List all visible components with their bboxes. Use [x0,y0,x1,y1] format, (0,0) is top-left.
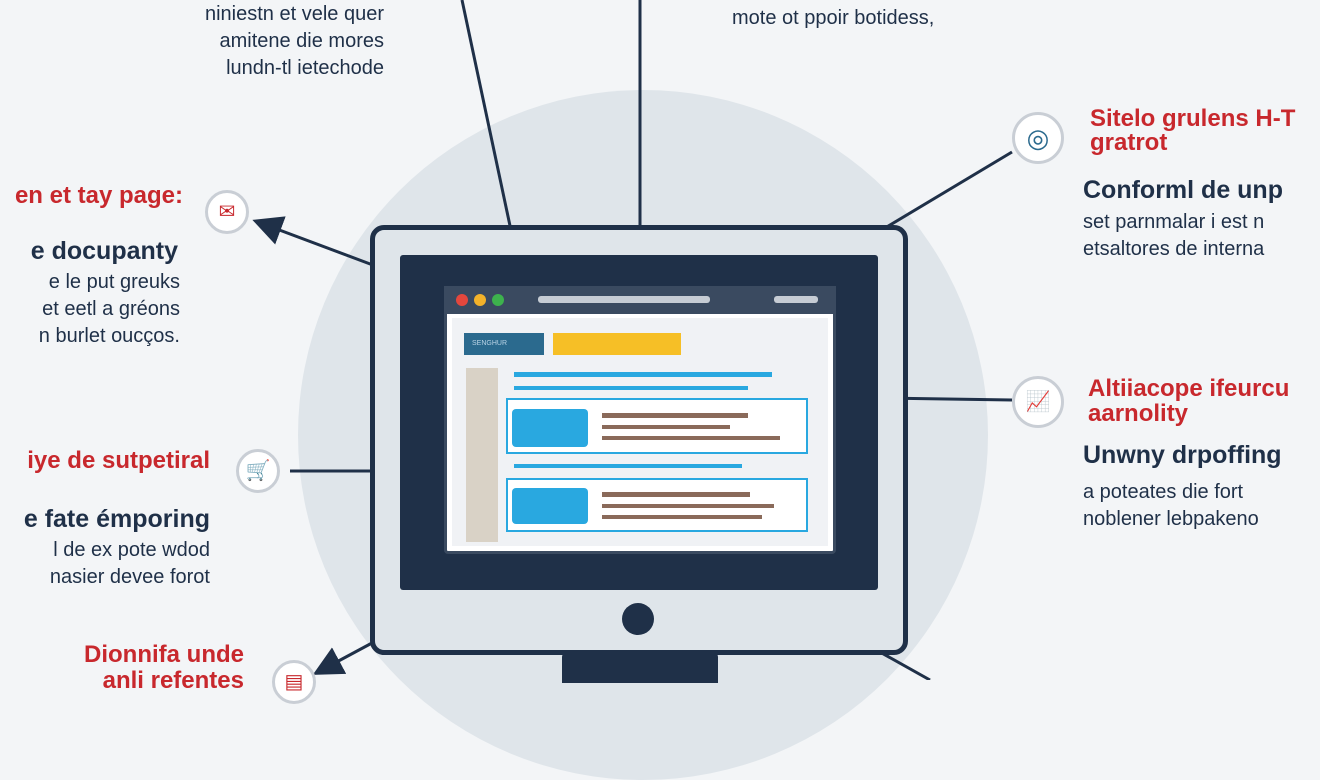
card-line [602,413,748,418]
card-thumbnail [512,409,588,447]
callout-title: Dionnifa unde [84,641,244,668]
card-thumbnail [512,488,588,524]
chart-icon: 📈 [1025,391,1051,413]
browser-dot-green[interactable] [492,294,504,306]
content-line [514,386,748,390]
browser-dot-red[interactable] [456,294,468,306]
callout-icon-2: 🛒 [236,449,280,493]
callout-icon-3: ▤ [272,660,316,704]
callout-heading: e fate émporing [23,505,210,533]
document-icon: ▤ [284,671,304,693]
callout-title: iye de sutpetiral [27,447,210,474]
callout-body: e le put greuks et eetl a gréons n burle… [39,270,180,348]
callout-title: Altiiacope ifeurcu [1088,375,1290,402]
card-line [602,492,750,497]
text-line: a poteates die fort [1083,481,1244,503]
callout-subtitle: anli refentes [102,667,244,694]
callout-body: set parnmalar i est n etsaltores de inte… [1083,210,1264,261]
callout-icon-1: ✉ [205,190,249,234]
text-line: n burlet oucços. [38,325,180,347]
browser-address-bar[interactable] [538,296,710,303]
text-line: l de ex pote wdod [53,539,210,561]
cart-icon: 🛒 [245,460,271,482]
text-line: amitene die mores [219,30,384,52]
text-line: niniestn et vele quer [204,3,384,25]
browser-menu-bar[interactable] [774,296,818,303]
callout-heading: Unwny drpoffing [1083,441,1282,469]
sidebar-block [466,368,498,542]
callout-title: en et tay page: [14,182,183,209]
browser-dot-yellow[interactable] [474,294,486,306]
text-line: et eetl a gréons [42,298,180,320]
callout-title: Sitelo grulens H-T [1090,105,1296,132]
callout-icon-5: 📈 [1012,376,1064,428]
text-line: lundn-tl ietechode [226,57,384,79]
callout-heading: Conforml de unp [1083,176,1283,204]
card-line [602,436,780,440]
content-line [514,372,772,377]
top-left-text: niniestn et vele quer amitene die mores … [205,2,384,80]
text-line: set parnmalar i est n [1083,211,1265,233]
monitor-stand [562,653,718,683]
monitor-power-button [622,603,654,635]
callout-body: a poteates die fort noblener lebpakeno [1083,480,1259,531]
callout-body: l de ex pote wdod nasier devee forot [50,538,210,589]
target-icon: ◎ [1026,123,1050,153]
text-line: etsaltores de interna [1083,238,1265,260]
text-line: noblener lebpakeno [1083,508,1259,530]
callout-heading: e docupanty [30,237,178,265]
content-line [514,464,742,468]
check-envelope-icon: ✉ [218,201,236,223]
callout-icon-4: ◎ [1012,112,1064,164]
card-line [602,515,762,519]
card-line [602,504,774,508]
highlight-button[interactable] [553,333,681,355]
tab-button[interactable]: SENGHUR [464,333,544,355]
callout-title-2: gratrot [1090,129,1168,156]
callout-title-2: aarnolity [1088,400,1189,427]
connector-line [460,0,526,260]
top-right-text: mote ot ppoir botidess, [732,7,935,29]
text-line: e le put greuks [48,271,180,293]
text-line: nasier devee forot [49,566,210,588]
card-line [602,425,730,429]
